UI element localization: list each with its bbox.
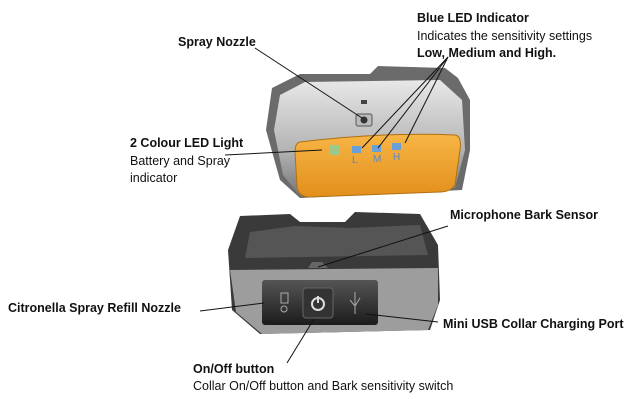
blue-led-title: Blue LED Indicator (417, 11, 529, 25)
two-colour-led-title: 2 Colour LED Light (130, 136, 244, 150)
microphone-label: Microphone Bark Sensor (450, 208, 598, 222)
spray-nozzle-label: Spray Nozzle (178, 35, 256, 49)
onoff-desc: Collar On/Off button and Bark sensitivit… (193, 379, 454, 393)
led-label-high: H (393, 152, 401, 163)
onoff-title: On/Off button (193, 362, 275, 376)
led-label-low: L (352, 155, 358, 166)
citronella-label: Citronella Spray Refill Nozzle (8, 301, 181, 315)
led-green (329, 145, 339, 155)
top-collar-unit (266, 66, 470, 198)
leader-lines (199, 47, 449, 364)
two-colour-led-desc1: Battery and Spray (130, 154, 231, 168)
led-low (352, 146, 361, 153)
led-medium (372, 145, 381, 152)
bottom-collar-unit (228, 212, 440, 334)
two-colour-led-desc2: indicator (130, 171, 178, 185)
blue-led-levels: Low, Medium and High. (417, 46, 557, 60)
blue-led-desc: Indicates the sensitivity settings (417, 29, 593, 43)
usb-port-label: Mini USB Collar Charging Port (443, 317, 624, 331)
led-label-medium: M (373, 154, 382, 165)
led-high (392, 143, 401, 150)
